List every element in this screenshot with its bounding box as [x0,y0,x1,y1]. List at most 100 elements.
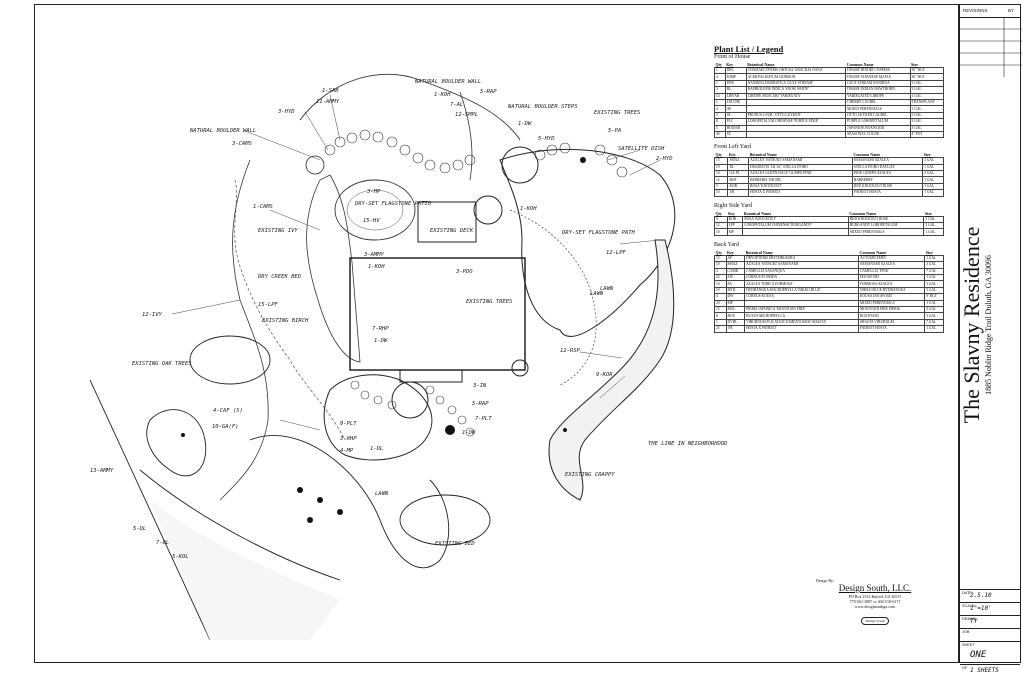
table-cell: 1 GAL [924,254,944,263]
legend-section-title: Front Left Yard [714,144,752,151]
table-cell [742,228,849,236]
shrub-cluster-rear [350,380,475,437]
table-cell: 10 [714,228,728,236]
plan-label: 5-RAP [480,89,497,95]
lower-left-bed [146,409,207,477]
plan-label: EXISTING TREES [594,110,641,116]
specimen-tree-2 [580,157,586,163]
plan-label: DRY-SET FLAGSTONE PATIO [354,201,432,207]
lower-bed-outline [249,435,450,569]
table-cell: 5 GAL [909,111,945,120]
plan-label: 1-CAMS [253,204,274,210]
tree-canopy-3 [305,155,325,175]
legend-section-title: Back Yard [714,241,739,248]
table-cell: KOUSA DOGWOOD [857,293,926,301]
table-cell: 25 [714,325,727,333]
plan-label: 12-SMPL [455,112,478,118]
table-cell: VR [725,325,746,333]
project-title-vertical: The Slavny Residence 1885 Noblin Ridge T… [959,145,1000,505]
front-bed-outline [306,174,361,363]
plan-label: NATURAL BOULDER STEPS [507,104,578,110]
table-cell: 3 GAL [924,312,944,320]
plan-label: 7-PLT [475,416,492,422]
table-cell: TRANSPLANT [909,98,945,107]
table-cell: 1 GAL [923,228,944,236]
column-header: Size [911,62,918,67]
deck-outline [417,201,477,243]
revisions-label: REVISIONS [963,8,988,13]
landscape-plan-drawing: 1-SAB 11-AMMY 3-HYD NATURAL BOULDER WALL… [89,73,728,641]
plan-label: 9-KOR [596,372,613,378]
table-cell: 1 GAL [909,105,945,113]
column-header: Common Name [846,62,874,67]
plan-label: 4-MP [340,448,354,454]
table-cell: SEASONAL COLOR [845,130,911,139]
table-cell: SHASTA VIBURNUM [857,318,926,327]
revision-grid [960,17,1022,77]
plan-label: 7-RHP [372,326,389,332]
designer-phone: 770-561-3887 or 404-518-6171 [849,599,901,604]
plan-label: 1-DW [462,430,476,436]
plan-label: EXISTING IVY [258,228,298,234]
column-header: Key [726,62,734,67]
column-header: Botanical Name [747,62,775,67]
column-header: Key [728,210,735,216]
plan-label: 3-IN [472,383,487,389]
plan-label: EXISTING TREES [466,299,513,305]
plan-label: 1-KOH [368,264,385,270]
right-lawn-bed [499,148,676,337]
plan-label: 7-DL [156,540,169,546]
existing-bed-oval [399,494,491,546]
column-header: Qty [715,152,722,158]
column-header: Size [923,152,931,158]
flagstone-path-arc [509,209,597,386]
plan-label: NATURAL BOULDER WALL [189,128,256,134]
property-line [89,379,211,641]
tree-canopy-4 [391,381,429,419]
column-header: Common Name [853,152,881,158]
table-cell: BOXWOOD [857,312,926,320]
plan-label: 1-DW [374,338,388,344]
plan-label: EXISTING BED [435,541,475,547]
plan-label: DRY-SET FLAGSTONE PATH [561,230,636,236]
plan-label: 5-RAP [472,401,489,407]
table-cell: 40 [714,130,726,139]
legend-section-title: Right Side Yard [714,202,753,209]
table-cell: 7 GAL [924,318,944,327]
lower-stipple-area [150,500,340,640]
plan-label: 10-GA(F) [212,424,239,430]
right-hedge-border [548,239,675,501]
plan-label: 1-KOH [520,206,537,212]
column-header: Common Name [859,249,887,255]
column-header: Common Name [849,210,877,216]
table-cell: 3 GAL [909,79,945,88]
table-cell: 3 GAL [909,86,945,94]
table-cell: 3 GAL [924,280,944,288]
table-cell: 3 GAL [909,118,945,126]
plan-label-group: 1-SAB 11-AMMY 3-HYD NATURAL BOULDER WALL… [90,79,728,560]
by-label: BY [1008,8,1015,13]
flagstone-patio-inner [346,189,404,231]
plan-label: 3-HYD [277,109,295,115]
table-cell: PATRIOT HOSTA [851,189,924,197]
house-footprint [349,257,526,371]
column-header: Botanical Name [749,152,777,158]
table-cell: 1 GAL [924,325,944,333]
